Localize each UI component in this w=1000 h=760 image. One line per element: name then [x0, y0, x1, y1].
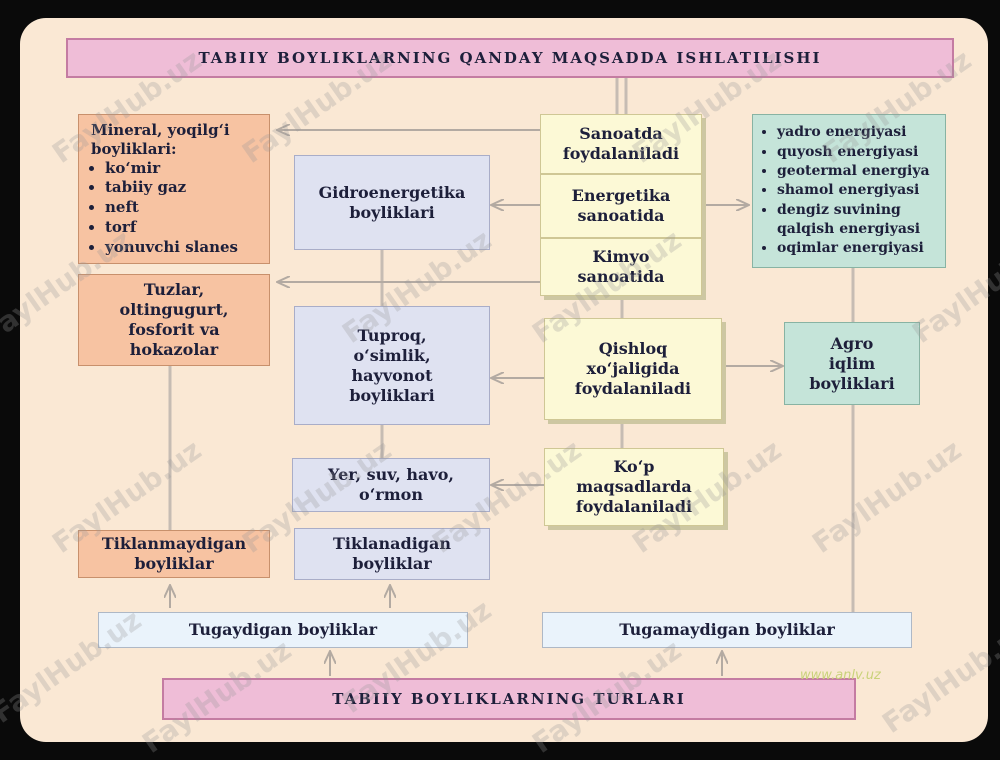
- hydro-line-1: Gidroenergetika: [318, 182, 466, 202]
- list-item: neft: [105, 198, 238, 218]
- agro-line-3: boyliklari: [809, 373, 895, 393]
- exhaustible-box: Tugaydigan boyliklar: [98, 612, 468, 648]
- renewable-box: Tiklanadigan boyliklar: [294, 528, 490, 580]
- list-item: yonuvchi slanes: [105, 238, 238, 258]
- soil-line-4: boyliklari: [349, 385, 435, 405]
- chemical-line-2: sanoatida: [577, 267, 665, 286]
- list-item: dengiz suvining qalqish energiyasi: [777, 201, 935, 240]
- salts-line-3: fosforit va: [128, 320, 220, 339]
- salts-box: Tuzlar, oltingugurt, fosforit va hokazol…: [78, 274, 270, 366]
- website-label: www.anlv.uz: [800, 668, 881, 683]
- agriculture-line-2: xo‘jaligida: [586, 359, 680, 378]
- chemical-industry-box: Kimyo sanoatida: [540, 238, 702, 296]
- mineral-title-line-2: boyliklari:: [91, 139, 177, 158]
- non-renewable-line-1: Tiklanmaydigan: [101, 534, 247, 553]
- hydro-box: Gidroenergetika boyliklari: [294, 155, 490, 250]
- list-item: ko‘mir: [105, 159, 238, 179]
- mineral-fuel-box: Mineral, yoqilg‘i boyliklari: ko‘mir tab…: [78, 114, 270, 264]
- agriculture-line-3: foydalaniladi: [574, 379, 692, 398]
- mineral-list: ko‘mir tabiiy gaz neft torf yonuvchi sla…: [91, 159, 238, 259]
- agro-climate-box: Agro iqlim boyliklari: [784, 322, 920, 405]
- list-item: shamol energiyasi: [777, 181, 935, 200]
- energy-industry-line-1: Energetika: [571, 186, 671, 205]
- list-item: geotermal energiya: [777, 162, 935, 181]
- multipurpose-line-2: maqsadlarda: [576, 477, 692, 496]
- salts-line-4: hokazolar: [129, 340, 219, 359]
- multipurpose-box: Ko‘p maqsadlarda foydalaniladi: [544, 448, 724, 526]
- multipurpose-line-1: Ko‘p: [613, 457, 655, 476]
- salts-line-2: oltingugurt,: [119, 300, 229, 319]
- soil-line-1: Tuproq,: [357, 325, 427, 345]
- chemical-line-1: Kimyo: [592, 247, 650, 266]
- industry-line-2: foydalaniladi: [562, 144, 680, 163]
- industry-line-1: Sanoatda: [579, 124, 663, 143]
- land-water-air-forest-box: Yer, suv, havo, o‘rmon: [292, 458, 490, 512]
- energy-sources-box: yadro energiyasi quyosh energiyasi geote…: [752, 114, 946, 268]
- land-line-2: o‘rmon: [359, 485, 423, 504]
- non-renewable-box: Tiklanmaydigan boyliklar: [78, 530, 270, 578]
- agro-line-1: Agro: [830, 333, 874, 353]
- hydro-line-2: boyliklari: [349, 202, 435, 222]
- top-title: TABIIY BOYLIKLARNING QANDAY MAQSADDA ISH…: [66, 38, 954, 78]
- list-item: yadro energiyasi: [777, 123, 935, 142]
- industry-box: Sanoatda foydalaniladi: [540, 114, 702, 174]
- soil-flora-fauna-box: Tuproq, o‘simlik, hayvonot boyliklari: [294, 306, 490, 425]
- list-item: torf: [105, 218, 238, 238]
- renewable-line-2: boyliklar: [352, 554, 432, 573]
- list-item: quyosh energiyasi: [777, 143, 935, 162]
- renewable-line-1: Tiklanadigan: [333, 534, 451, 553]
- agriculture-box: Qishloq xo‘jaligida foydalaniladi: [544, 318, 722, 420]
- list-item: tabiiy gaz: [105, 178, 238, 198]
- non-renewable-line-2: boyliklar: [134, 554, 214, 573]
- agro-line-2: iqlim: [828, 353, 876, 373]
- multipurpose-line-3: foydalaniladi: [575, 497, 693, 516]
- soil-line-2: o‘simlik,: [353, 345, 431, 365]
- energy-sources-list: yadro energiyasi quyosh energiyasi geote…: [763, 123, 935, 258]
- list-item: oqimlar energiyasi: [777, 239, 935, 258]
- mineral-title-line-1: Mineral, yoqilg‘i: [91, 121, 230, 139]
- agriculture-line-1: Qishloq: [598, 339, 668, 358]
- salts-line-1: Tuzlar,: [143, 280, 205, 299]
- bottom-title: TABIIY BOYLIKLARNING TURLARI: [162, 678, 856, 720]
- soil-line-3: hayvonot: [351, 365, 433, 385]
- energy-industry-line-2: sanoatida: [577, 206, 665, 225]
- inexhaustible-box: Tugamaydigan boyliklar: [542, 612, 912, 648]
- energy-industry-box: Energetika sanoatida: [540, 174, 702, 238]
- land-line-1: Yer, suv, havo,: [328, 465, 454, 484]
